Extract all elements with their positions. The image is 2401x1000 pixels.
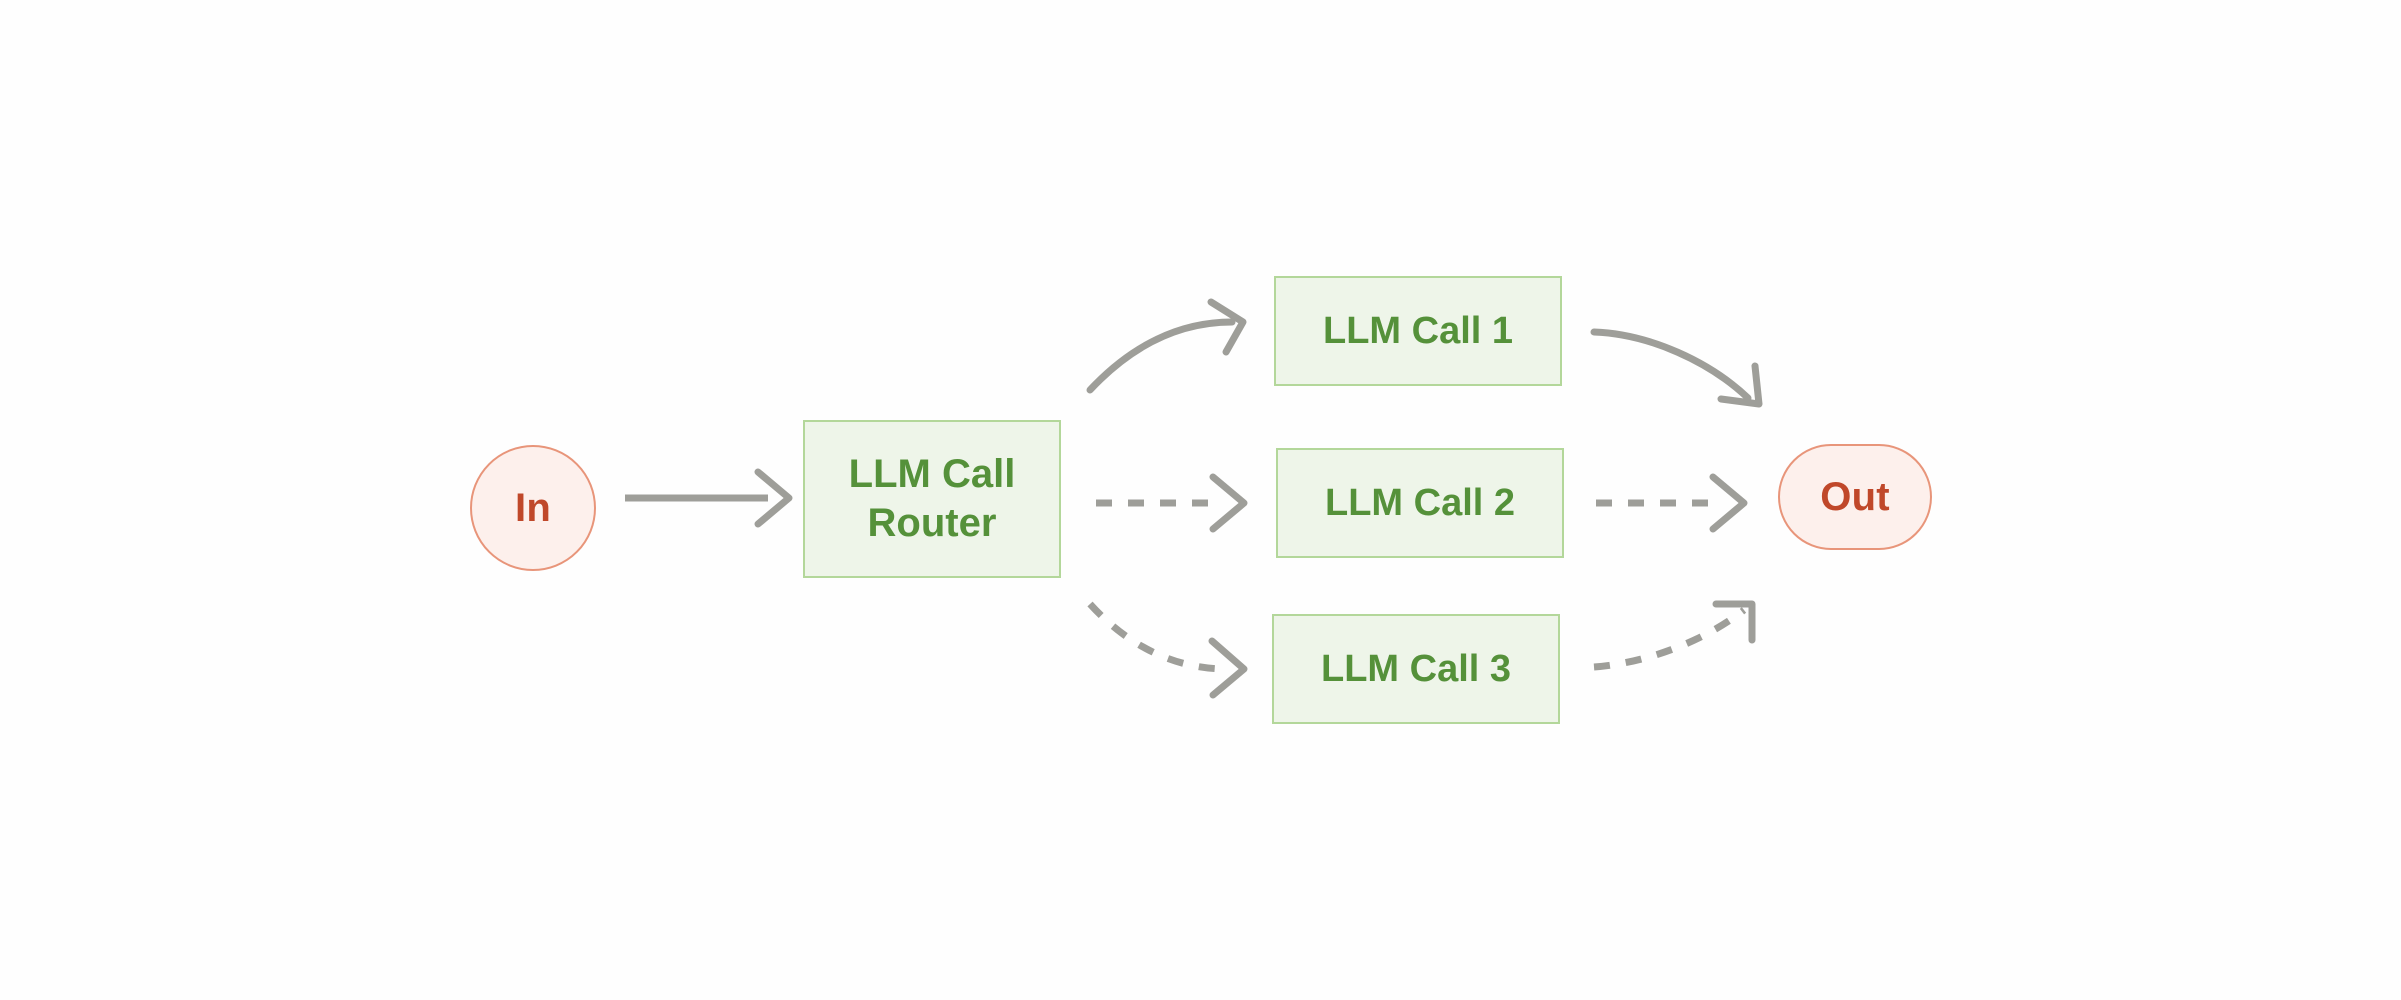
arrowhead-icon (754, 468, 793, 528)
edge-call2-to-out (1596, 473, 1748, 533)
node-llm-call-1[interactable]: LLM Call 1 (1274, 276, 1562, 386)
edge-call1-to-out (1590, 328, 1763, 408)
node-input-label: In (515, 485, 551, 530)
arrowhead-icon (1709, 473, 1748, 533)
node-output[interactable]: Out (1778, 444, 1932, 550)
node-llm-call-router-label: LLM Call Router (848, 452, 1016, 545)
arrowhead-icon (1208, 637, 1248, 699)
edge-router-to-call1 (1086, 298, 1247, 394)
node-llm-call-3-label: LLM Call 3 (1320, 647, 1512, 690)
edge-call3-to-out (1593, 600, 1756, 671)
arrowhead-icon (1209, 473, 1248, 533)
node-llm-call-3[interactable]: LLM Call 3 (1272, 614, 1560, 724)
node-input[interactable]: In (470, 445, 596, 571)
node-llm-call-2[interactable]: LLM Call 2 (1276, 448, 1564, 558)
edge-in-to-router (625, 468, 793, 528)
arrowhead-icon (1207, 298, 1247, 356)
edge-router-to-call2 (1096, 473, 1248, 533)
node-llm-call-router[interactable]: LLM Call Router (803, 420, 1061, 578)
node-output-label: Out (1820, 474, 1890, 519)
edge-router-to-call3 (1087, 601, 1248, 699)
arrowhead-icon (1712, 600, 1756, 644)
node-llm-call-2-label: LLM Call 2 (1324, 481, 1516, 524)
arrowhead-icon (1717, 362, 1763, 408)
node-llm-call-1-label: LLM Call 1 (1322, 309, 1514, 352)
